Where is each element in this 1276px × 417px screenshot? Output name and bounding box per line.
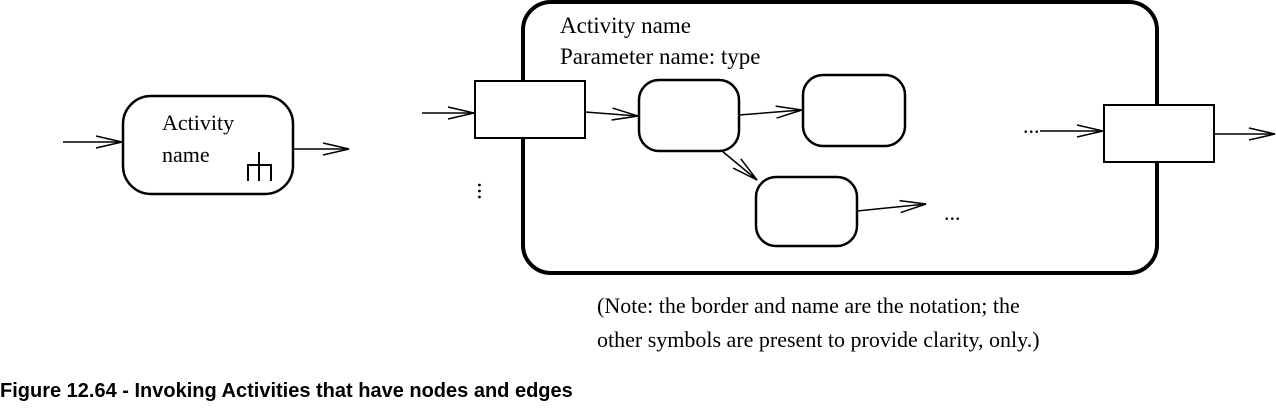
right-ellipsis: ...: [1023, 113, 1040, 138]
rake-icon: [247, 152, 272, 181]
inner-ellipsis: ...: [944, 200, 961, 225]
edge-action1-to-action3: [721, 150, 758, 181]
activity-parameter-label: Parameter name: type: [560, 44, 761, 69]
edge-action3-out: [856, 199, 927, 214]
left-activity-node: [121, 94, 295, 196]
activity-name: Activity name: [560, 13, 691, 38]
activity-diagram: Activity name Activity name Parameter na…: [63, 0, 1276, 352]
note-line-1: (Note: the border and name are the notat…: [597, 293, 1020, 318]
edge-input-to-action1: [584, 107, 639, 121]
figure-caption: Figure 12.64 - Invoking Activities that …: [0, 380, 573, 402]
output-parameter-node: [1103, 104, 1215, 163]
left-activity-label-line1: Activity: [162, 110, 234, 135]
note-line-2: other symbols are present to provide cla…: [597, 327, 1040, 352]
inner-action-node-1: [637, 78, 741, 153]
inner-action-node-3: [754, 175, 859, 248]
inner-action-node-2: [801, 73, 907, 148]
input-parameter-node: [474, 80, 586, 139]
vertical-ellipsis: ...: [472, 182, 498, 200]
left-activity-label-line2: name: [162, 142, 210, 167]
edge-action1-to-action2: [738, 105, 803, 119]
